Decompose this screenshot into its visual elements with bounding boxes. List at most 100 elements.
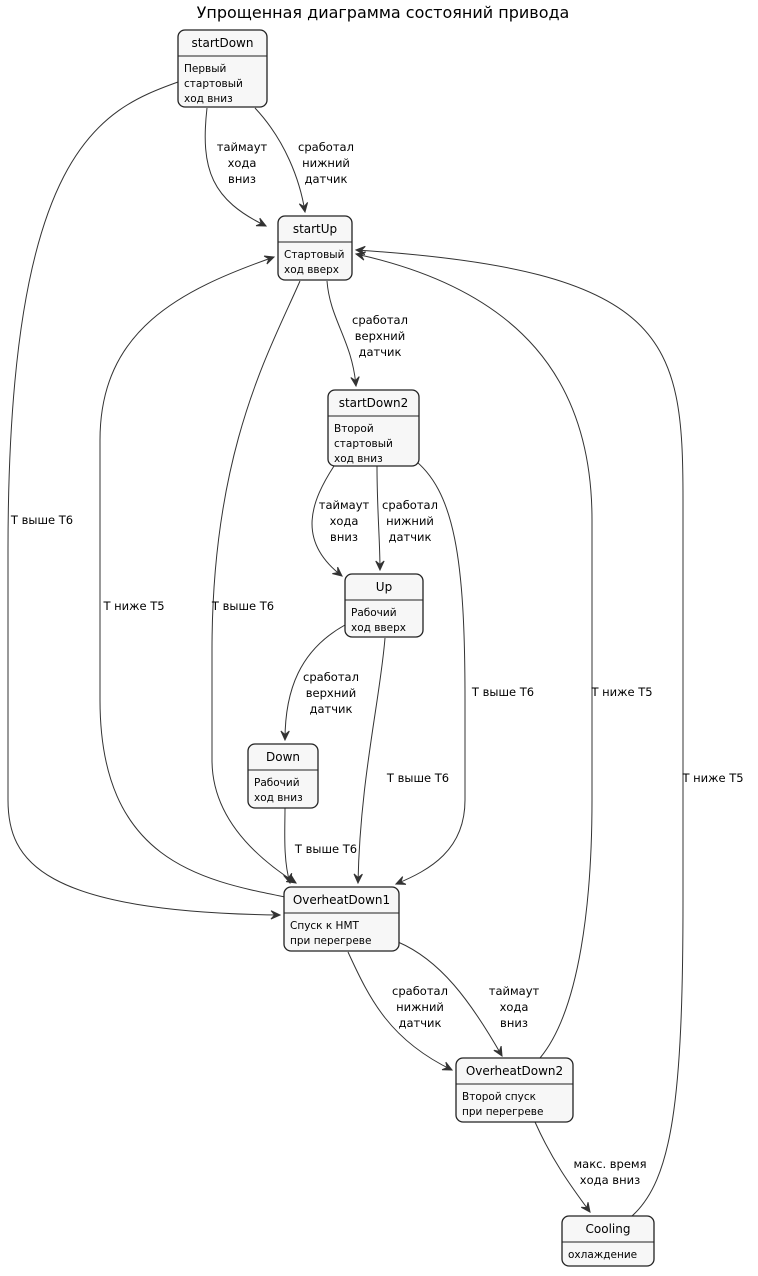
transition-OverheatDown1-to-OverheatDown2 [347, 951, 453, 1071]
transition-startUp-to-startDown2 [326, 280, 357, 387]
transition-label-line: датчик [310, 702, 353, 716]
state-description-line: ход вверх [351, 622, 406, 634]
state-name: Down [266, 750, 300, 764]
transition-label-line: таймаут [489, 984, 540, 998]
state-name: OverheatDown2 [466, 1064, 563, 1078]
transition-label-line: сработал [303, 670, 359, 684]
transition-label: Т ниже Т5 [102, 599, 164, 613]
transition-label-line: датчик [359, 345, 402, 359]
transition-label-line: Т выше Т6 [386, 771, 449, 785]
state-box [344, 573, 424, 638]
transition-OverheatDown2-to-startUp [355, 253, 593, 1059]
state-description-line: Спуск к НМТ [290, 920, 359, 932]
state-description-line: Второй [334, 423, 374, 435]
edge-arrowhead-6 [332, 566, 343, 577]
state-Cooling: Cooling охлаждение [561, 1215, 655, 1267]
transition-label-line: Т выше Т6 [294, 842, 357, 856]
transition-label-line: хода [500, 1000, 529, 1014]
state-description-line: Стартовый [284, 249, 344, 261]
transition-Down-to-OverheatDown1 [284, 807, 291, 884]
edge-arrowhead-1 [298, 202, 309, 214]
transition-label-line: датчик [305, 172, 348, 186]
transition-label: макс. время хода вниз [573, 1157, 646, 1187]
transition-startDown2-to-Up [311, 465, 343, 577]
transition-startUp-to-OverheatDown1 [211, 280, 301, 884]
state-description-line: стартовый [184, 78, 243, 90]
state-name: Cooling [586, 1222, 631, 1236]
state-name: startDown2 [339, 396, 409, 410]
transition-label-line: датчик [389, 530, 432, 544]
state-name: startUp [293, 222, 337, 236]
edge-arrowhead-0 [255, 217, 268, 227]
transition-label-line: таймаут [319, 498, 370, 512]
transition-label: сработал верхний датчик [352, 313, 408, 359]
edge-arrowhead-13 [493, 1045, 503, 1058]
edge-arrowhead-3 [350, 376, 360, 388]
transition-OverheatDown1-to-startUp [99, 256, 286, 898]
transition-startDown2-to-OverheatDown1 [395, 457, 466, 885]
transition-label: Т выше Т6 [471, 685, 534, 699]
transition-label-line: сработал [382, 498, 438, 512]
transition-label: Т выше Т6 [10, 513, 73, 527]
transition-label-line: Т выше Т6 [471, 685, 534, 699]
transition-OverheatDown1-to-OverheatDown2 [397, 941, 503, 1057]
transition-label-line: макс. время [573, 1157, 646, 1171]
state-description-line: ход вниз [334, 453, 383, 465]
transition-label-line: сработал [392, 984, 448, 998]
transition-label-line: хода вниз [580, 1173, 640, 1187]
state-description-line: при перегреве [462, 1106, 543, 1118]
edge-arrowhead-11 [283, 872, 293, 885]
transition-label-line: вниз [330, 530, 358, 544]
transition-label-line: сработал [298, 140, 354, 154]
state-description-line: при перегреве [290, 935, 371, 947]
state-box [283, 886, 400, 952]
transition-Cooling-to-startUp [355, 249, 684, 1217]
state-description-line: ход вверх [284, 264, 339, 276]
state-name: startDown [192, 36, 254, 50]
transition-label-line: верхний [355, 329, 405, 343]
state-description-line: охлаждение [568, 1249, 637, 1261]
transition-label-line: верхний [306, 686, 356, 700]
transition-label: сработал верхний датчик [303, 670, 359, 716]
state-box [247, 743, 319, 809]
edge-arrowhead-15 [581, 1202, 591, 1213]
transition-label-line: нижний [386, 514, 434, 528]
transition-Up-to-OverheatDown1 [357, 637, 386, 884]
edge-arrowhead-9 [280, 730, 290, 742]
edge-arrowhead-16 [354, 245, 366, 256]
transition-label-line: сработал [352, 313, 408, 327]
state-description-line: Первый [184, 63, 226, 75]
state-name: Up [376, 580, 392, 594]
state-description-line: ход вниз [184, 93, 233, 105]
transition-label: Т выше Т6 [386, 771, 449, 785]
transition-Up-to-Down [284, 624, 346, 741]
transition-label: Т ниже Т5 [681, 771, 743, 785]
transition-startDown2-to-Up [376, 465, 381, 571]
transition-label: Т ниже Т5 [590, 685, 652, 699]
transition-label: сработал нижний датчик [298, 140, 354, 186]
edge-arrowhead-2 [270, 910, 282, 920]
transition-label-line: нижний [302, 156, 350, 170]
state-description-line: ход вниз [254, 792, 303, 804]
edge-arrowhead-7 [375, 560, 385, 572]
transition-label-line: датчик [399, 1016, 442, 1030]
transition-startDown-to-startUp [204, 107, 267, 227]
edge-arrowhead-12 [441, 1061, 454, 1071]
edge-arrowhead-4 [263, 255, 276, 265]
transition-label-line: Т ниже Т5 [102, 599, 164, 613]
transition-label: Т выше Т6 [294, 842, 357, 856]
transition-label-line: вниз [228, 172, 256, 186]
